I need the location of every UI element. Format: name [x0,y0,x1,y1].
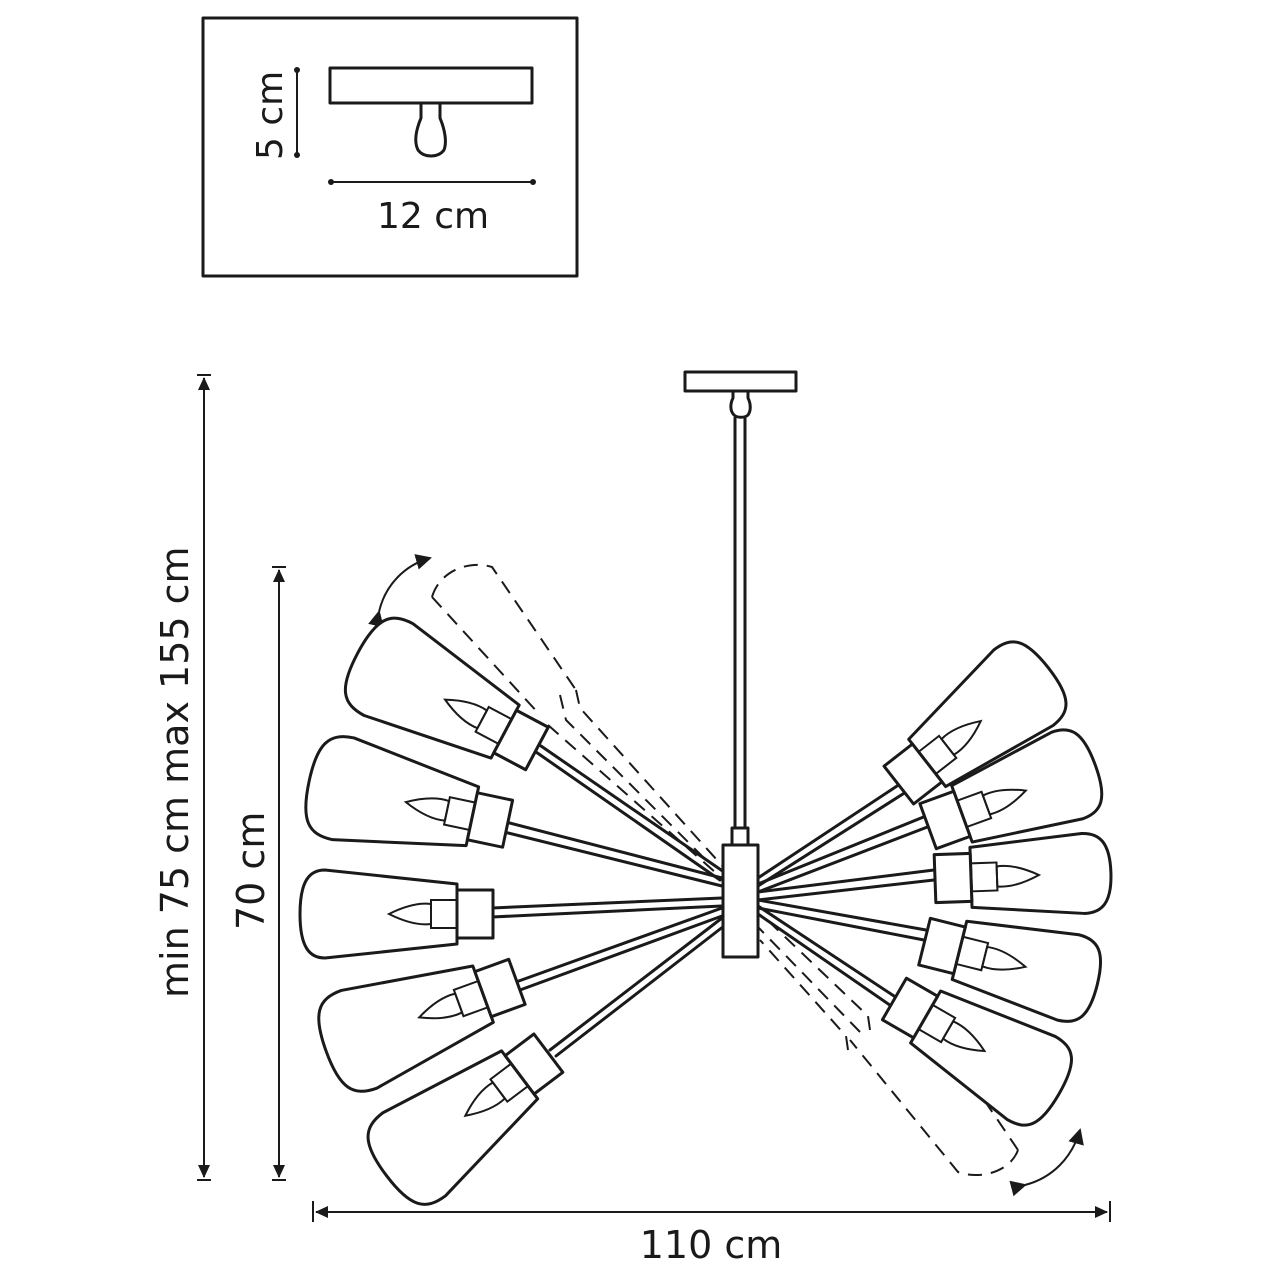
shade-right-1 [882,640,1068,806]
inset-canopy-plate [328,66,534,105]
shade-left-4 [317,957,527,1093]
shade-right-3 [932,831,1113,915]
shade-right-5 [880,976,1073,1127]
rotate-arrow-bottom-icon [1009,1128,1084,1197]
shade-left-3 [298,868,495,960]
inset-frame [201,16,579,278]
shade-right-2 [918,728,1104,851]
inset-canopy-stem [414,101,447,158]
shade-left-5 [366,1032,565,1206]
total-height-label: min 75 cm max 155 cm [153,546,197,998]
width-dimension: 110 cm [312,1201,1111,1267]
inset-height-label: 5 cm [250,71,291,160]
total-height-dimension: min 75 cm max 155 cm [153,374,211,1181]
arms [490,744,936,1058]
central-hub [721,843,760,959]
body-height-label: 70 cm [229,812,273,930]
inset-width-label: 12 cm [377,196,489,237]
suspension-rod [730,416,750,847]
body-height-dimension: 70 cm [229,566,286,1181]
canopy-detail-inset: 5 cm 12 cm [201,16,579,278]
shade-left-1 [343,616,550,772]
shade-right-4 [917,916,1102,1023]
width-label: 110 cm [640,1223,783,1267]
rotate-arrow-top-icon [368,554,432,628]
ceiling-canopy [683,370,798,419]
ghost-shade-top-left [431,563,727,881]
shade-left-2 [304,735,515,849]
